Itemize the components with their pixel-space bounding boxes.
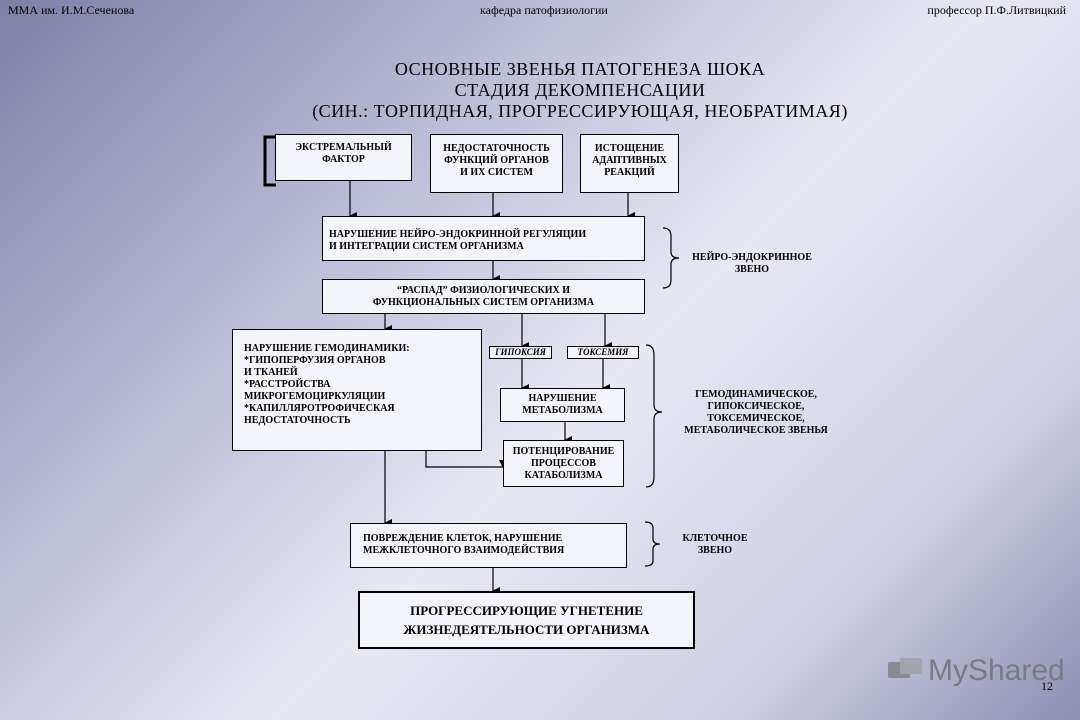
box-hypoxia: ГИПОКСИЯ [489,346,552,359]
watermark-text: MyShared [928,654,1065,687]
title-line-1: ОСНОВНЫЕ ЗВЕНЬЯ ПАТОГЕНЕЗА ШОКА [394,59,766,79]
box-final-outcome: ПРОГРЕССИРУЮЩИЕ УГНЕТЕНИЕ ЖИЗНЕДЕЯТЕЛЬНО… [358,591,695,649]
title-line-2: СТАДИЯ ДЕКОМПЕНСАЦИИ [454,80,706,100]
box-organ-insufficiency: НЕДОСТАТОЧНОСТЬ ФУНКЦИЙ ОРГАНОВ И ИХ СИС… [430,134,563,193]
box-metabolism-disorder: НАРУШЕНИЕ МЕТАБОЛИЗМА [500,388,625,422]
box-systems-collapse: “РАСПАД” ФИЗИОЛОГИЧЕСКИХ И ФУНКЦИОНАЛЬНЫ… [322,279,645,314]
box-neuroendocrine-disorder: НАРУШЕНИЕ НЕЙРО-ЭНДОКРИННОЙ РЕГУЛЯЦИИ И … [322,216,645,261]
arrow-hemodynamics-to-catabolism [425,451,507,468]
label-neuroendocrine-link: НЕЙРО-ЭНДОКРИННОЕ ЗВЕНО [692,252,812,275]
label-hemodynamic-links: ГЕМОДИНАМИЧЕСКОЕ, ГИПОКСИЧЕСКОЕ, ТОКСЕМИ… [684,389,828,436]
brace-hemo [645,344,663,488]
label-cellular-link: КЛЕТОЧНОЕ ЗВЕНО [682,533,748,556]
box-extreme-factor: ЭКСТРЕМАЛЬНЫЙ ФАКТОР [275,134,412,181]
header-department: кафедра патофизиологии [480,3,608,17]
brace-neuro [662,227,680,289]
extreme-box-tab [263,135,276,187]
header-institution: ММА им. И.М.Сеченова [8,3,135,17]
box-hemodynamics-disorder: НАРУШЕНИЕ ГЕМОДИНАМИКИ: *ГИПОПЕРФУЗИЯ ОР… [232,329,482,451]
brace-cell [644,521,661,567]
box-catabolism: ПОТЕНЦИРОВАНИЕ ПРОЦЕССОВ КАТАБОЛИЗМА [503,440,624,487]
title-line-3: (СИН.: ТОРПИДНАЯ, ПРОГРЕССИРУЮЩАЯ, НЕОБР… [312,101,848,121]
watermark-logo-icon [886,656,926,686]
page-number: 12 [1041,679,1053,693]
box-adaptive-exhaustion: ИСТОЩЕНИЕ АДАПТИВНЫХ РЕАКЦИЙ [580,134,679,193]
box-cell-damage: ПОВРЕЖДЕНИЕ КЛЕТОК, НАРУШЕНИЕ МЕЖКЛЕТОЧН… [350,523,627,568]
header-author: профессор П.Ф.Литвицкий [927,3,1066,17]
box-toxemia: ТОКСЕМИЯ [567,346,639,359]
